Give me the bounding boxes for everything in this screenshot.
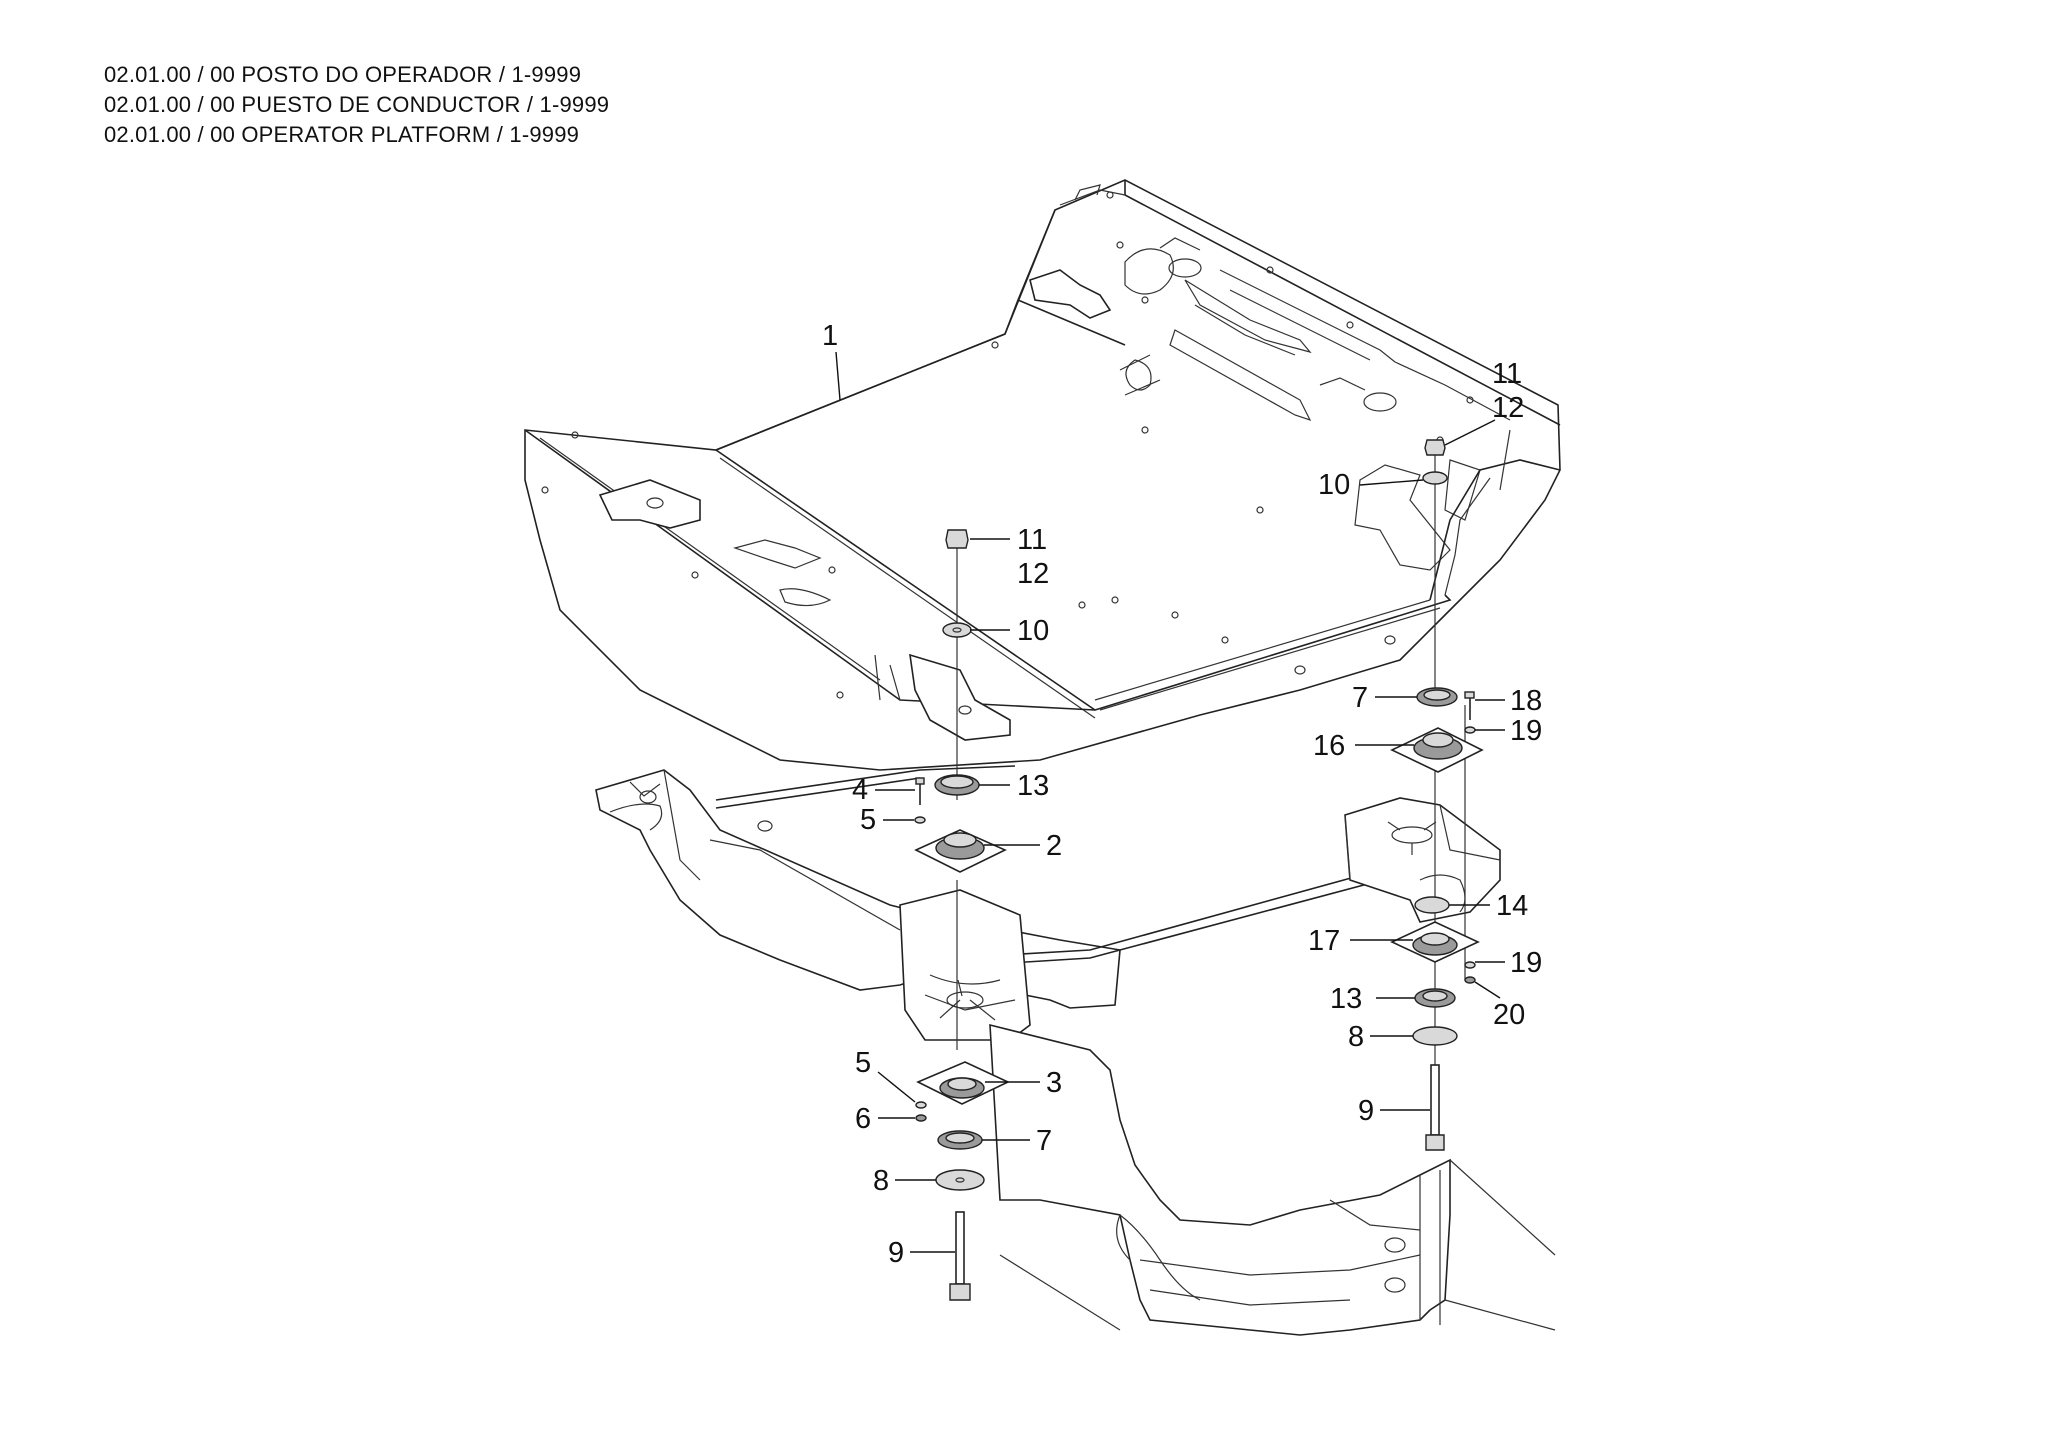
- title-line-english: 02.01.00 / 00 OPERATOR PLATFORM / 1-9999: [104, 122, 580, 147]
- callout-12-left: 12: [1017, 558, 1049, 590]
- callout-18: 18: [1510, 685, 1542, 717]
- operator-platform: [524, 179, 1561, 771]
- callout-2: 2: [1046, 830, 1062, 862]
- callout-13-right: 13: [1330, 983, 1362, 1015]
- callout-11-left: 11: [1017, 524, 1047, 556]
- chassis-frame: [595, 765, 1556, 1336]
- callout-8-right: 8: [1348, 1021, 1364, 1053]
- left-washer-10: [942, 622, 972, 638]
- callout-5-lower: 5: [855, 1047, 871, 1079]
- callout-17: 17: [1308, 925, 1340, 957]
- right-spacer-14: [1414, 896, 1450, 914]
- callout-8-left: 8: [873, 1165, 889, 1197]
- callout-4: 4: [852, 774, 868, 806]
- callout-19-upper: 19: [1510, 715, 1542, 747]
- callout-1: 1: [822, 320, 838, 352]
- right-mount-stack: [1390, 439, 1484, 1151]
- right-washer-10: [1422, 471, 1448, 485]
- title-line-spanish: 02.01.00 / 00 PUESTO DE CONDUCTOR / 1-99…: [104, 92, 610, 117]
- right-washer-19-upper: [1464, 726, 1476, 734]
- callout-19-lower: 19: [1510, 947, 1542, 979]
- callout-7-right: 7: [1352, 682, 1368, 714]
- callout-9-right: 9: [1358, 1095, 1374, 1127]
- callout-7-left: 7: [1036, 1125, 1052, 1157]
- left-nut-6: [915, 1114, 927, 1122]
- callout-20: 20: [1493, 999, 1525, 1031]
- callout-10-right: 10: [1318, 469, 1350, 501]
- left-bolt-9: [955, 1211, 965, 1285]
- left-washer-5-upper: [914, 816, 926, 824]
- callout-14: 14: [1496, 890, 1528, 922]
- callout-6: 6: [855, 1103, 871, 1135]
- right-washer-19-lower: [1464, 961, 1476, 969]
- leader-lines: [835, 351, 1505, 1253]
- left-washer-5-lower: [915, 1101, 927, 1109]
- left-spacer-8: [935, 1169, 985, 1191]
- callout-3: 3: [1046, 1067, 1062, 1099]
- callout-16: 16: [1313, 730, 1345, 762]
- callout-10-left: 10: [1017, 615, 1049, 647]
- title-line-portuguese: 02.01.00 / 00 POSTO DO OPERADOR / 1-9999: [104, 62, 582, 87]
- left-nut-11: [945, 529, 969, 549]
- right-mount-bracket: [1344, 797, 1501, 923]
- callout-labels: 1 11 12 10 13 4 5 2 5 6 3 7 8 9 11 12 10…: [822, 320, 1542, 1269]
- callout-13-left: 13: [1017, 770, 1049, 802]
- callout-12-right: 12: [1492, 392, 1524, 424]
- callout-11-right: 11: [1492, 358, 1522, 390]
- callout-5-upper: 5: [860, 804, 876, 836]
- left-mount-stack: [914, 529, 1010, 1301]
- right-nut-20: [1464, 976, 1476, 984]
- right-spacer-8: [1412, 1026, 1458, 1046]
- right-bolt-9: [1430, 1064, 1440, 1136]
- right-nut-11: [1424, 439, 1446, 456]
- callout-9-left: 9: [888, 1237, 904, 1269]
